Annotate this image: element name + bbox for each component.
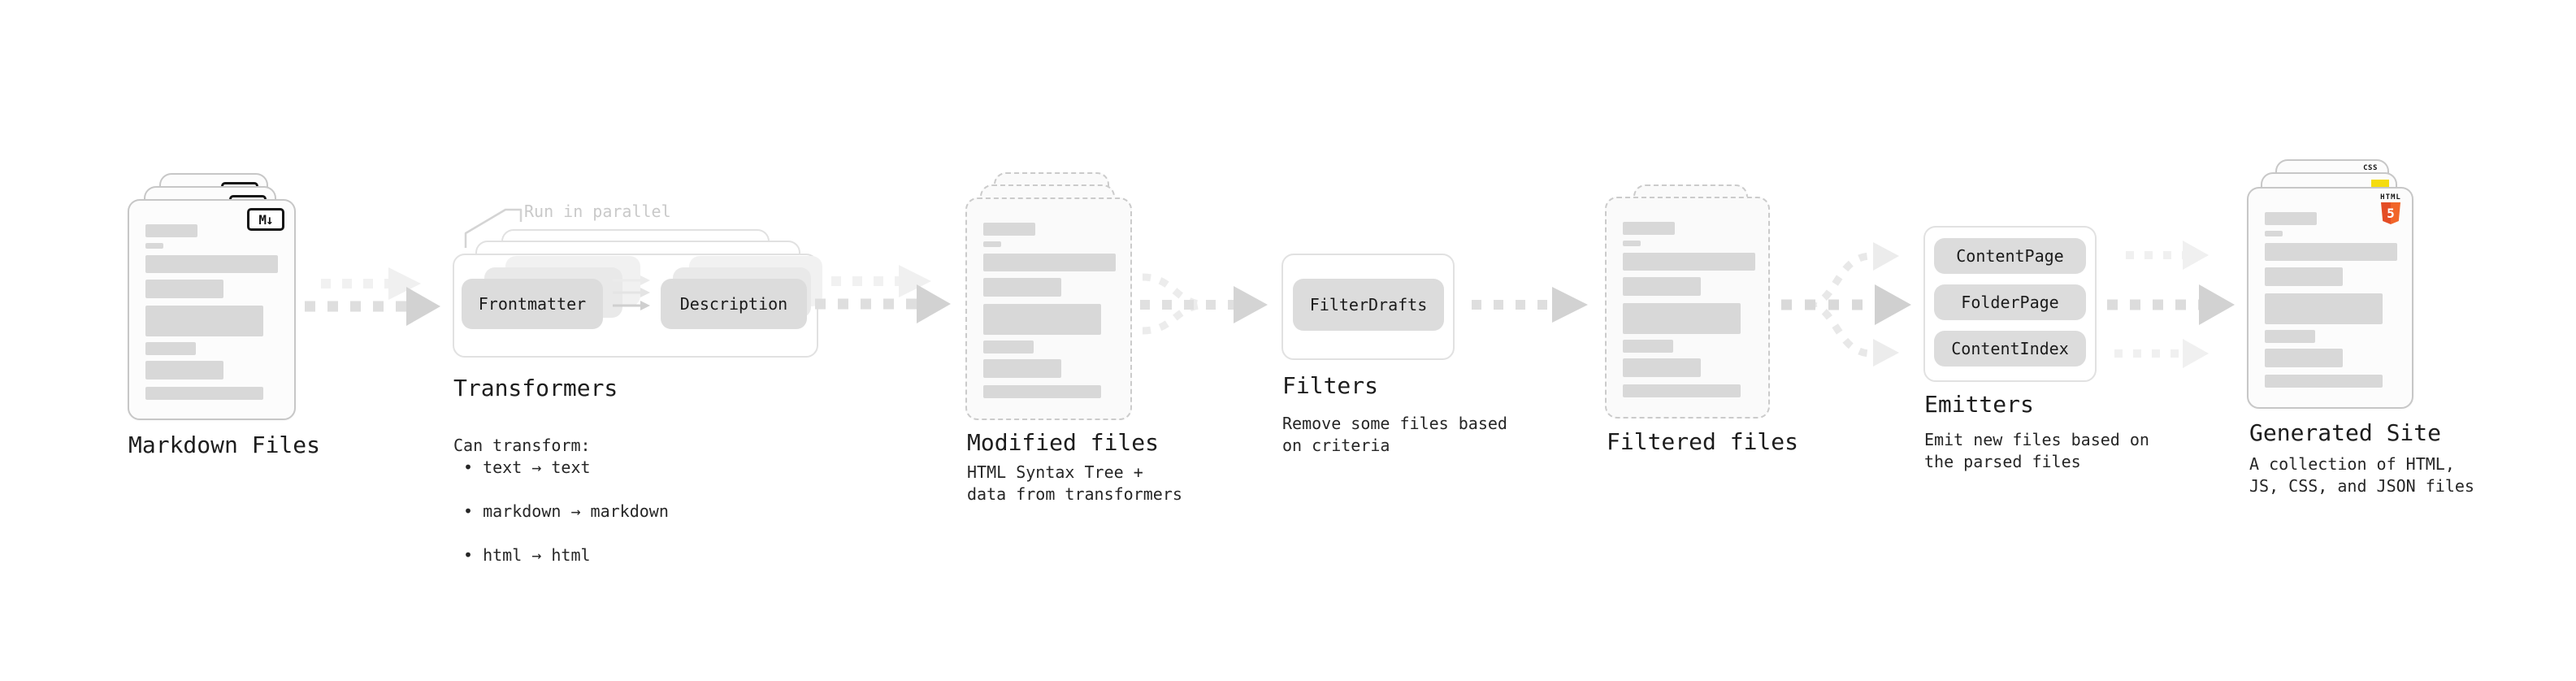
filters-description: Remove some files based on criteria — [1282, 414, 1507, 455]
css-icon-label: CSS — [2363, 164, 2378, 172]
skeleton-text-bar — [2265, 293, 2383, 324]
javascript-icon — [2371, 180, 2389, 189]
parallel-arrows-icon — [613, 275, 650, 310]
folderpage-box: FolderPage — [1934, 284, 2086, 320]
bullet-text: • text → text — [463, 458, 591, 477]
skeleton-text-bar — [1623, 358, 1701, 377]
generated-site-description: A collection of HTML, JS, CSS, and JSON … — [2249, 454, 2474, 496]
stage-label-transformers: Transformers — [453, 375, 618, 401]
light-arrow-top — [2126, 241, 2209, 270]
fanout-arrow-filtered-to-emitters — [1781, 242, 1911, 367]
triple-arrow-emitters-to-site — [2107, 241, 2235, 368]
filterdrafts-box: FilterDrafts — [1293, 279, 1444, 331]
stage-label-emitters: Emitters — [1924, 391, 2034, 418]
dashed-arrow-markdown-to-transformers — [305, 267, 440, 326]
dashed-arrow-filters-to-filtered — [1472, 287, 1588, 323]
frontmatter-box: Frontmatter — [462, 279, 603, 329]
document-front — [965, 197, 1132, 420]
stage-label-modified-files: Modified files — [967, 429, 1160, 456]
transformers-description: Can transform: • text → text • markdown … — [453, 413, 669, 588]
skeleton-text-bar — [145, 280, 223, 298]
skeleton-text-bar — [145, 387, 263, 400]
html5-icon: HTML 5 — [2379, 193, 2402, 224]
skeleton-text-bar — [145, 306, 263, 336]
stage-label-generated-site: Generated Site — [2249, 419, 2442, 446]
document-front — [1605, 197, 1770, 419]
skeleton-text-bar — [145, 255, 278, 273]
skeleton-text-bar — [983, 254, 1116, 271]
skeleton-text-bar — [1623, 253, 1755, 271]
skeleton-text-bar — [1623, 241, 1641, 246]
stage-label-markdown-files: Markdown Files — [128, 432, 321, 458]
stage-label-filtered-files: Filtered files — [1607, 428, 1799, 455]
skeleton-text-bar — [2265, 243, 2397, 261]
skeleton-text-bar — [1623, 384, 1741, 397]
skeleton-text-bar — [983, 385, 1101, 398]
skeleton-text-bar — [1623, 303, 1741, 334]
bullet-html: • html → html — [463, 545, 591, 565]
document-front-html: HTML 5 — [2247, 187, 2413, 409]
callout-line — [464, 208, 523, 248]
skeleton-text-bar — [2265, 375, 2383, 388]
markdown-icon: M↓ — [247, 208, 284, 231]
ghost-arrow — [321, 267, 421, 300]
skeleton-text-bar — [983, 278, 1061, 297]
document-front: M↓ — [128, 199, 296, 420]
skeleton-text-bar — [983, 304, 1101, 335]
html5-icon-word: HTML — [2380, 193, 2401, 202]
stage-label-filters: Filters — [1282, 372, 1379, 399]
contentpage-box: ContentPage — [1934, 238, 2086, 274]
skeleton-text-bar — [983, 340, 1034, 354]
modified-files-description: HTML Syntax Tree + data from transformer… — [967, 462, 1182, 504]
skeleton-text-bar — [145, 243, 163, 249]
skeleton-text-bar — [1623, 222, 1675, 235]
skeleton-text-bar — [983, 359, 1061, 378]
skeleton-text-bar — [2265, 349, 2343, 367]
skeleton-text-bar — [2265, 267, 2343, 286]
bullet-markdown: • markdown → markdown — [463, 501, 669, 521]
skeleton-text-bar — [983, 223, 1035, 236]
description-box: Description — [661, 279, 807, 329]
skeleton-text-bar — [983, 241, 1001, 247]
can-transform-title: Can transform: — [453, 436, 591, 455]
light-arrow-bottom — [2114, 339, 2209, 368]
html5-icon-shield: 5 — [2381, 202, 2400, 224]
dashed-arrow-transformers-to-modified — [815, 265, 951, 323]
main-arrow-middle — [2107, 284, 2235, 325]
emitters-description: Emit new files based on the parsed files — [1924, 430, 2149, 471]
skeleton-text-bar — [2265, 231, 2283, 236]
ghost-arrow — [831, 265, 931, 297]
merge-arrow-modified-to-filters — [1140, 273, 1268, 335]
contentindex-box: ContentIndex — [1934, 331, 2086, 367]
skeleton-text-bar — [2265, 330, 2315, 343]
skeleton-text-bar — [145, 342, 196, 355]
run-in-parallel-label: Run in parallel — [524, 202, 671, 221]
skeleton-text-bar — [1623, 340, 1673, 353]
html5-icon-number: 5 — [2387, 206, 2395, 221]
markdown-icon-label: M↓ — [258, 211, 273, 228]
skeleton-text-bar — [145, 224, 197, 237]
skeleton-text-bar — [145, 361, 223, 380]
skeleton-text-bar — [2265, 212, 2317, 225]
skeleton-text-bar — [1623, 277, 1701, 296]
